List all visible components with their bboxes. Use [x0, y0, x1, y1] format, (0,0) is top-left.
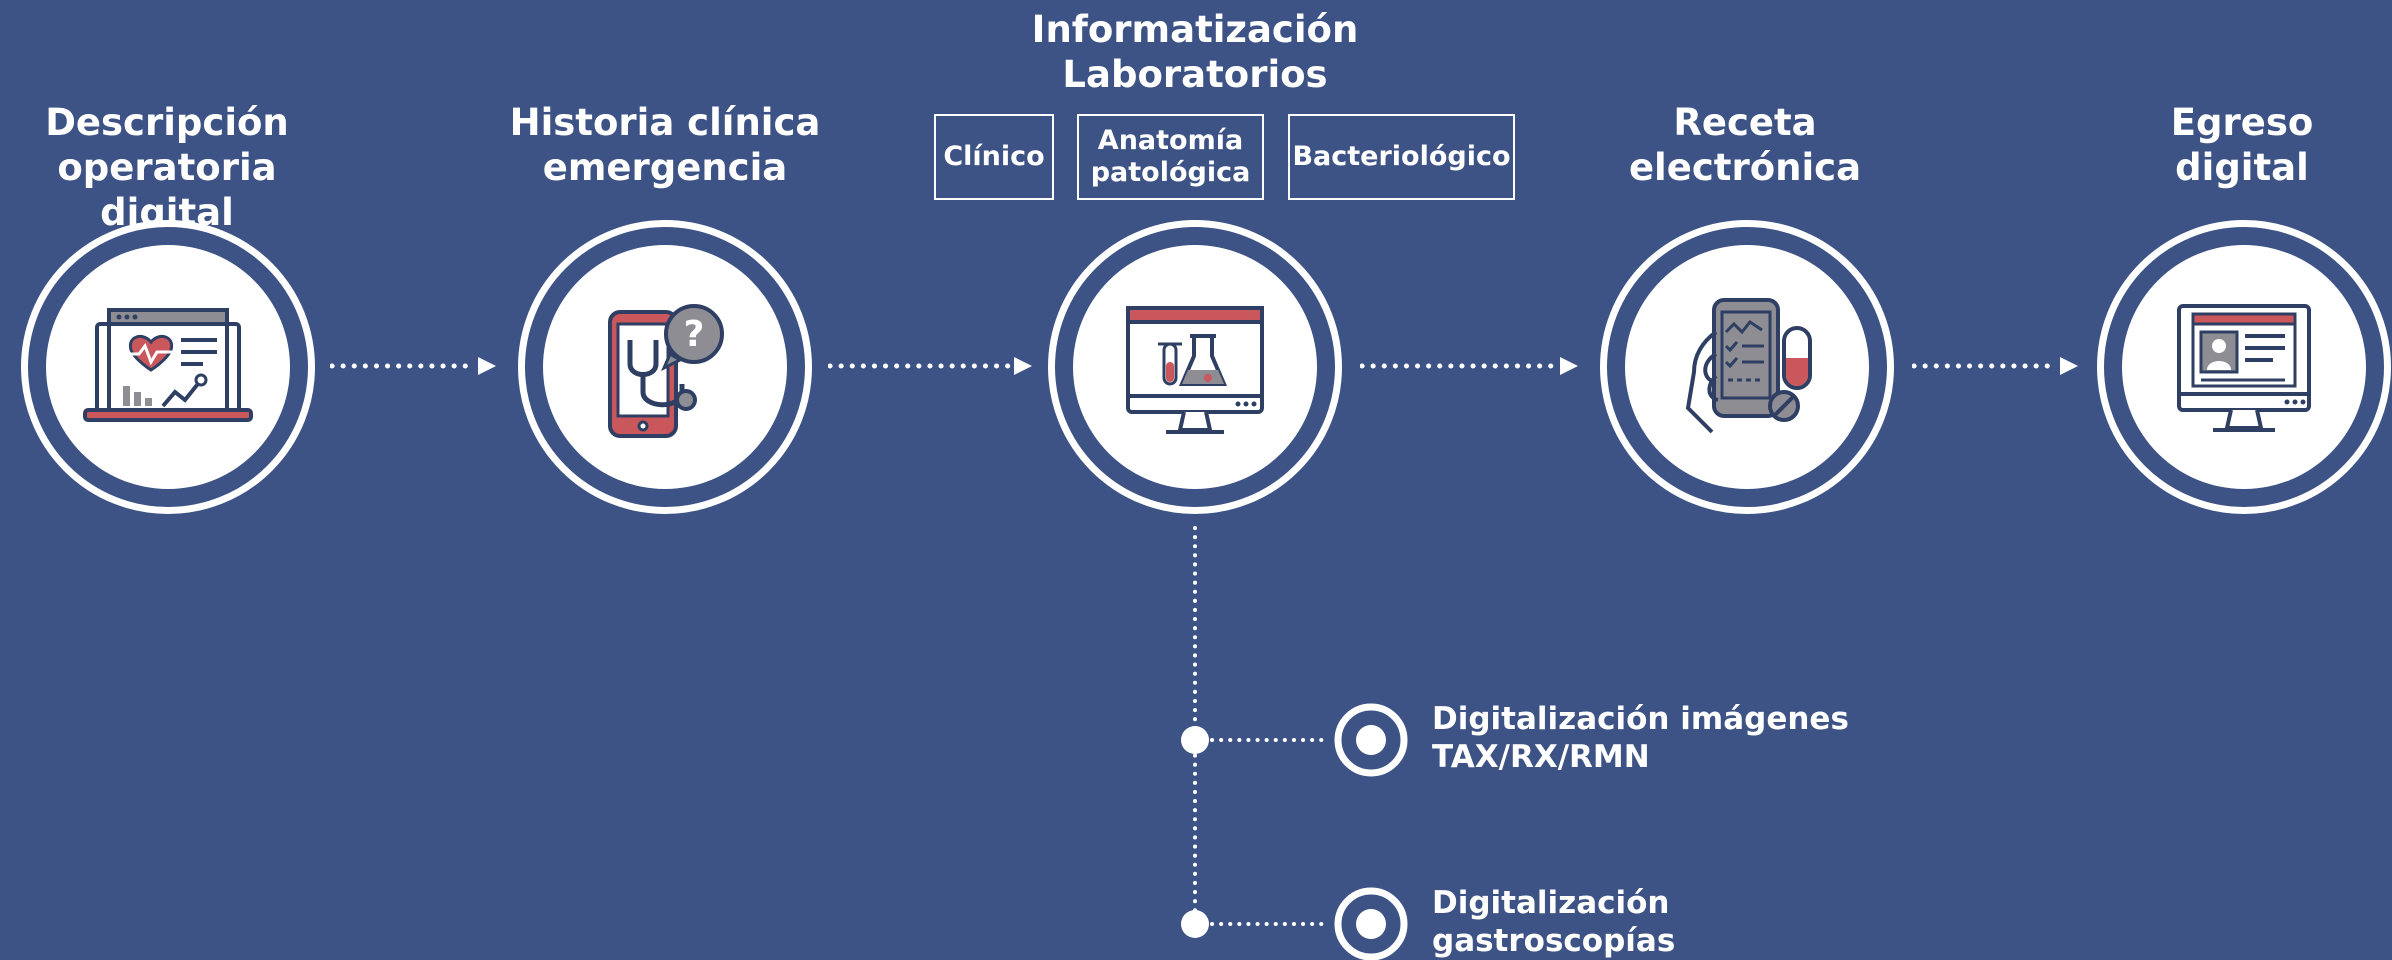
step-1-circle — [21, 220, 315, 514]
lab-box-anatomia: Anatomía patológica — [1077, 114, 1264, 200]
lab-box-clinico: Clínico — [934, 114, 1054, 200]
step-3-title: Informatización Laboratorios — [1031, 8, 1359, 96]
step-2-title: Historia clínica emergencia — [509, 101, 821, 189]
step-3-circle — [1048, 220, 1342, 514]
step-2-circle: ? — [518, 220, 812, 514]
arrow-4-to-5 — [1912, 357, 2078, 375]
step-5-circle — [2097, 220, 2391, 514]
branch-node-2 — [1181, 910, 1209, 938]
lab-box-bacteriologico: Bacteriológico — [1288, 114, 1515, 200]
arrow-2-to-3 — [828, 357, 1032, 375]
step-4-circle — [1600, 220, 1894, 514]
branch-connector — [1181, 526, 1332, 938]
step-1-title: Descripción operatoria digital — [45, 101, 289, 234]
arrow-3-to-4 — [1360, 357, 1578, 375]
branch-node-1 — [1181, 726, 1209, 754]
branch-1-target-icon — [1334, 703, 1408, 777]
step-4-title: Receta electrónica — [1628, 101, 1862, 189]
patient-record-monitor-icon — [2177, 304, 2311, 432]
branch-2-target-icon — [1334, 887, 1408, 960]
branch-1-label: Digitalización imágenes TAX/RX/RMN — [1432, 701, 1849, 775]
arrow-1-to-2 — [330, 357, 496, 375]
heart-monitor-laptop-icon — [83, 308, 253, 422]
lab-monitor-icon — [1126, 306, 1264, 434]
step-5-title: Egreso digital — [2170, 101, 2314, 189]
hand-phone-pill-icon — [1685, 298, 1812, 434]
svg-text:?: ? — [684, 314, 705, 355]
phone-stethoscope-icon: ? — [608, 304, 724, 438]
branch-2-label: Digitalización gastroscopías — [1432, 885, 1676, 959]
